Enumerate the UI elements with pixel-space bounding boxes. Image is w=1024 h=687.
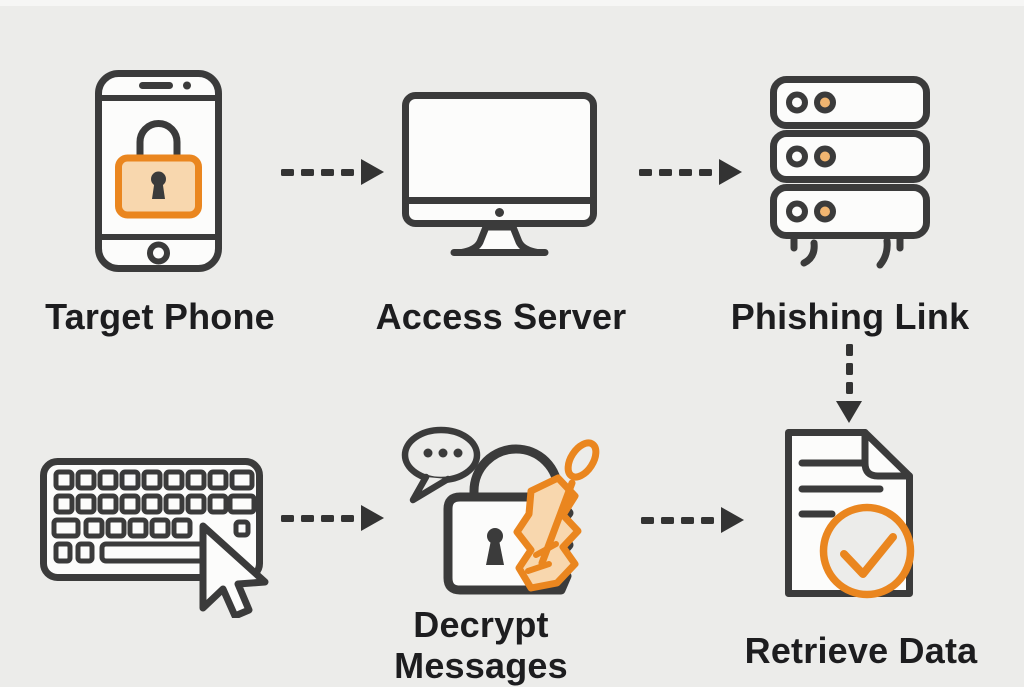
label-retrieve-data: Retrieve Data xyxy=(744,630,978,671)
top-strip xyxy=(0,0,1024,6)
document-check-icon xyxy=(785,429,915,599)
label-access-server: Access Server xyxy=(375,296,627,337)
label-decrypt-line2: Messages xyxy=(394,645,568,686)
keyboard-cursor-icon xyxy=(40,458,269,618)
dashed-arrow-right-keyboard-to-decrypt xyxy=(281,505,384,531)
label-decrypt-messages: Decrypt Messages xyxy=(394,604,568,686)
label-decrypt-line1: Decrypt xyxy=(413,604,549,645)
server-stack-icon xyxy=(770,76,930,269)
desktop-monitor-icon xyxy=(402,92,597,256)
dashed-arrow-right-server-to-phishing xyxy=(639,159,742,185)
dashed-arrow-down-phishing-to-retrieve xyxy=(836,344,862,423)
arrowhead-icon xyxy=(719,159,742,185)
padlock-chat-broken-key-icon xyxy=(401,426,600,595)
arrowhead-icon xyxy=(721,507,744,533)
dashed-arrow-right-phone-to-server xyxy=(281,159,384,185)
label-phishing-link: Phishing Link xyxy=(730,296,970,337)
arrowhead-icon xyxy=(361,505,384,531)
dashed-arrow-right-decrypt-to-retrieve xyxy=(641,507,744,533)
arrowhead-icon xyxy=(836,401,862,423)
arrowhead-icon xyxy=(361,159,384,185)
phone-lock-icon xyxy=(95,70,222,272)
label-target-phone: Target Phone xyxy=(45,296,275,337)
